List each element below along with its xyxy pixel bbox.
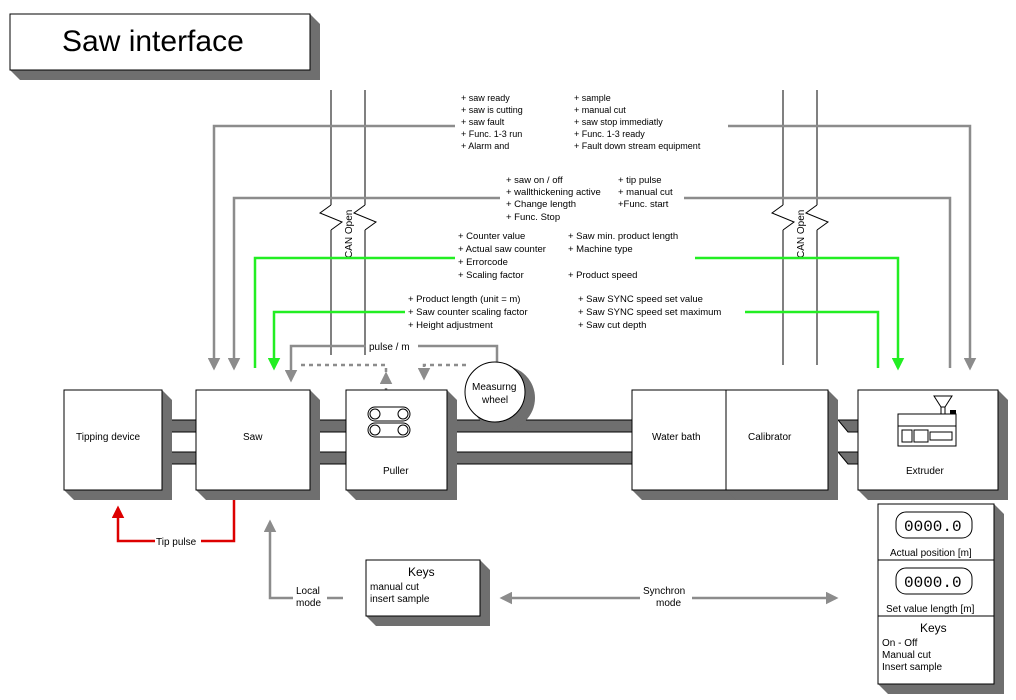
can-bus-right: CAN Open — [772, 90, 828, 365]
extruder-panel: 0000.0 Actual position [m] 0000.0 Set va… — [878, 504, 1004, 694]
signal-text: + Height adjustment — [408, 320, 493, 331]
signal-group2-right: + tip pulse + manual cut +Func. start — [618, 175, 673, 210]
puller-box: Puller — [346, 390, 457, 500]
signal-group3-right: + Saw min. product length + Machine type… — [568, 231, 678, 281]
signal-text: + Saw min. product length — [568, 231, 678, 242]
signal-line-group2 — [234, 198, 950, 368]
synchron-mode-label: mode — [656, 598, 681, 609]
signal-text: + tip pulse — [618, 175, 662, 186]
can-open-label-right: CAN Open — [796, 210, 807, 258]
signal-text: + wallthickening active — [506, 187, 601, 198]
signal-group3-left: + Counter value + Actual saw counter + E… — [458, 231, 546, 281]
signal-group1-right: + sample + manual cut + saw stop immedia… — [574, 93, 701, 151]
signal-text: + Saw cut depth — [578, 320, 646, 331]
signal-text: + manual cut — [574, 105, 626, 115]
local-mode-line: Local mode — [270, 522, 343, 610]
signal-text: + manual cut — [618, 187, 673, 198]
signal-text: + Fault down stream equipment — [574, 141, 701, 151]
signal-text: + Counter value — [458, 231, 525, 242]
measuring-wheel-label: Measurng — [472, 382, 516, 393]
saw-box: Saw — [196, 390, 320, 500]
signal-text: + Scaling factor — [458, 270, 524, 281]
set-value: 0000.0 — [904, 574, 962, 592]
signal-group4-left: + Product length (unit = m) + Saw counte… — [408, 294, 528, 331]
keys-item: manual cut — [370, 582, 419, 593]
signal-group1-left: + saw ready + saw is cutting + saw fault… — [461, 93, 523, 151]
keys-item: insert sample — [370, 594, 430, 605]
local-mode-label: mode — [296, 598, 321, 609]
title-box: Saw interface — [10, 14, 320, 80]
signal-text: + saw is cutting — [461, 105, 523, 115]
keys-title: Keys — [408, 565, 435, 579]
puller-label: Puller — [383, 466, 409, 477]
panel-keys-title: Keys — [920, 621, 947, 635]
extruder-label: Extruder — [906, 466, 944, 477]
pulse-label: pulse / m — [369, 342, 410, 353]
tipping-device-box: Tipping device — [64, 390, 172, 500]
signal-text: + saw fault — [461, 117, 505, 127]
tipping-device-label: Tipping device — [76, 432, 141, 443]
signal-group2-left: + saw on / off + wallthickening active +… — [506, 175, 601, 223]
set-value-label: Set value length [m] — [886, 604, 975, 615]
water-bath-label: Water bath — [652, 432, 701, 443]
signal-text: + Saw SYNC speed set maximum — [578, 307, 721, 318]
actual-position-value: 0000.0 — [904, 518, 962, 536]
signal-text: + saw ready — [461, 93, 510, 103]
signal-text: + Alarm and — [461, 141, 509, 151]
signal-text: + saw stop immediatly — [574, 117, 663, 127]
signal-text: + Func. Stop — [506, 212, 560, 223]
panel-keys-item: Manual cut — [882, 650, 931, 661]
signal-text: + sample — [574, 93, 611, 103]
synchron-mode-label: Synchron — [643, 586, 685, 597]
calibrator-box: Calibrator — [726, 390, 838, 500]
panel-keys-item: Insert sample — [882, 662, 942, 673]
signal-text: + Machine type — [568, 244, 633, 255]
signal-text: + Func. 1-3 ready — [574, 129, 645, 139]
calibrator-label: Calibrator — [748, 432, 792, 443]
signal-text: + Product length (unit = m) — [408, 294, 520, 305]
signal-text: + Func. 1-3 run — [461, 129, 522, 139]
measuring-wheel-label: wheel — [481, 395, 508, 406]
synchron-mode-line: Synchron mode — [502, 584, 836, 610]
signal-text: + Change length — [506, 199, 576, 210]
saw-label: Saw — [243, 432, 263, 443]
signal-text: + Product speed — [568, 270, 637, 281]
can-bus-left: CAN Open — [320, 90, 376, 355]
actual-position-label: Actual position [m] — [890, 548, 972, 559]
local-mode-label: Local — [296, 586, 320, 597]
signal-group4-right: + Saw SYNC speed set value + Saw SYNC sp… — [578, 294, 721, 331]
signal-text: + Saw counter scaling factor — [408, 307, 528, 318]
keys-box-center: Keys manual cut insert sample — [366, 560, 490, 626]
page-title: Saw interface — [62, 25, 244, 58]
signal-text: + Errorcode — [458, 257, 508, 268]
signal-text: + Saw SYNC speed set value — [578, 294, 703, 305]
can-open-label-left: CAN Open — [344, 210, 355, 258]
signal-text: + saw on / off — [506, 175, 563, 186]
signal-text: + Actual saw counter — [458, 244, 546, 255]
panel-keys-item: On - Off — [882, 638, 918, 649]
water-bath-box: Water bath — [632, 390, 736, 500]
tip-pulse-label: Tip pulse — [156, 537, 197, 548]
tip-pulse-line: Tip pulse — [118, 500, 234, 548]
signal-text: +Func. start — [618, 199, 669, 210]
extruder-box: Extruder — [858, 390, 1008, 500]
